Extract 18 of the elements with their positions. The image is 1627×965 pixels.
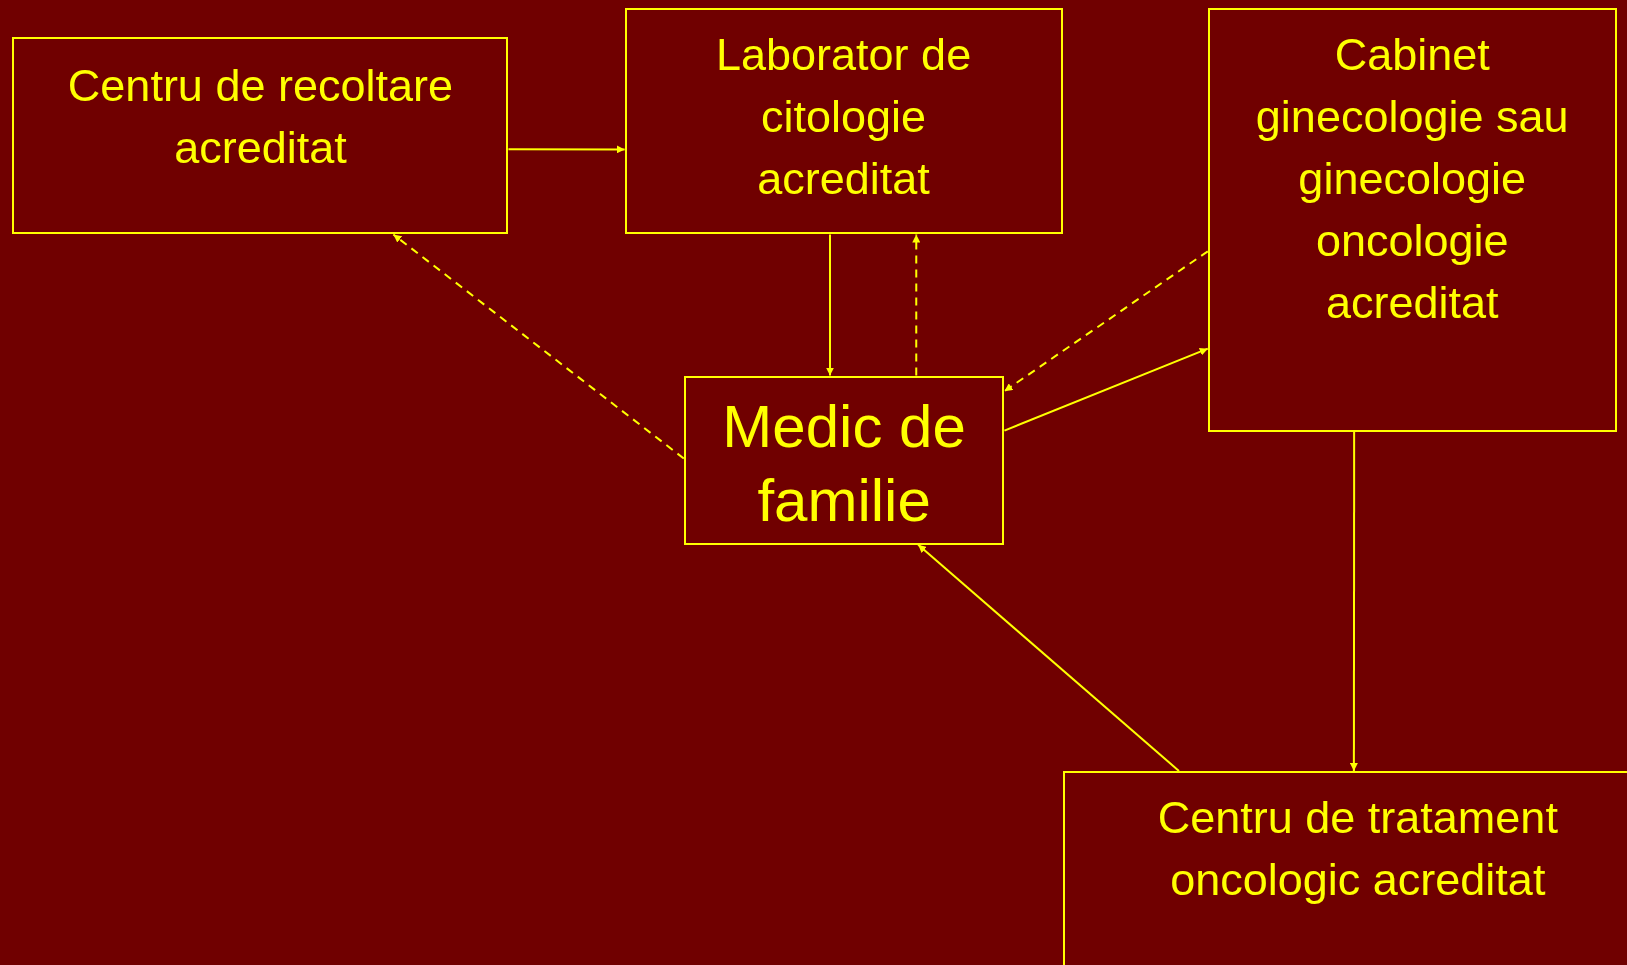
arrow — [912, 233, 921, 377]
process-box — [683, 375, 1005, 545]
box-label: Cabinet ginecologie sau ginecologie oncologie acreditat — [1254, 28, 1570, 331]
box-label: Laborator de citologie acreditat — [714, 28, 973, 207]
arrow — [826, 233, 834, 377]
box-label: Centru de tratament oncologic acreditat — [1156, 790, 1559, 907]
process-box — [12, 37, 509, 235]
process-box — [1062, 770, 1627, 965]
arrow — [1003, 347, 1209, 432]
process-box — [624, 8, 1063, 235]
arrow — [1003, 250, 1209, 393]
arrow — [392, 233, 685, 460]
process-box — [1207, 8, 1617, 432]
arrow — [507, 145, 626, 154]
arrow — [1349, 430, 1358, 772]
arrow — [917, 543, 1180, 772]
box-label: Medic de familie — [721, 391, 967, 536]
box-label: Centru de recoltare acreditat — [66, 59, 455, 176]
